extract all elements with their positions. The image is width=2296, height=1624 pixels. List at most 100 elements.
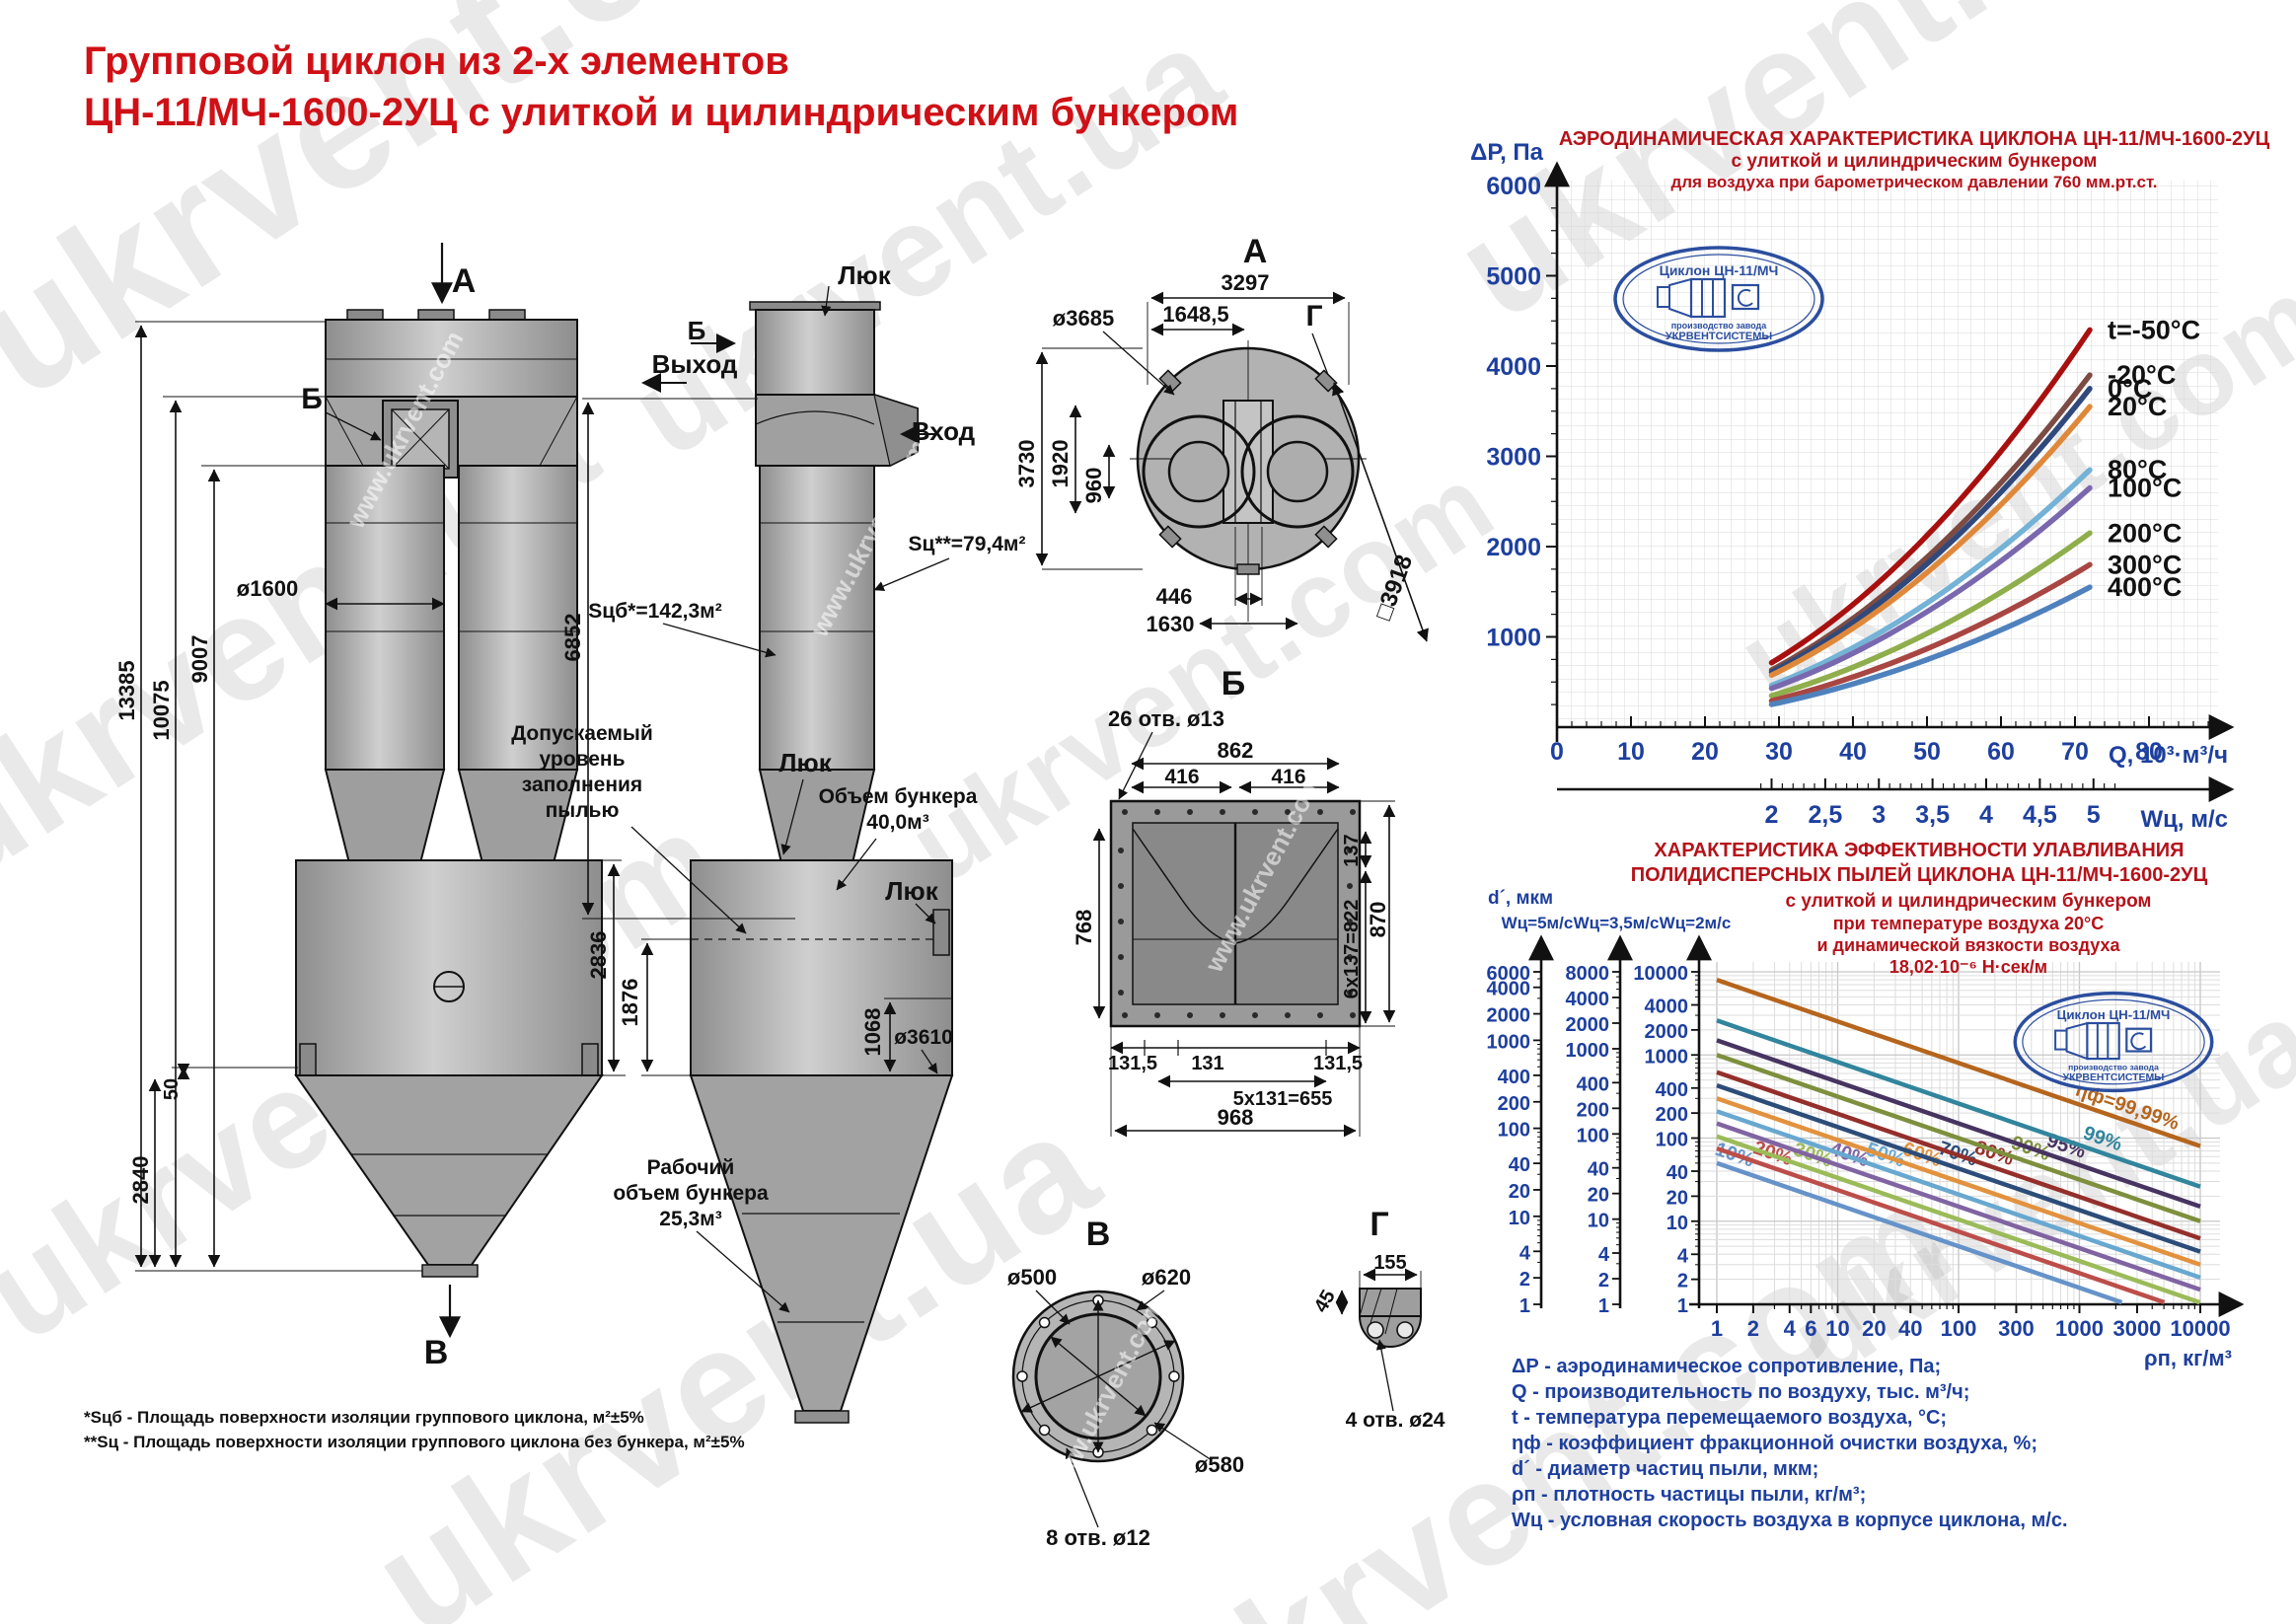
svg-text:20°C: 20°C [2108, 392, 2167, 421]
svg-text:10: 10 [1666, 1213, 1688, 1234]
svg-text:Рабочий: Рабочий [647, 1156, 735, 1179]
svg-text:Люк: Люк [778, 748, 832, 777]
svg-text:20: 20 [1509, 1181, 1530, 1203]
svg-text:960: 960 [1081, 468, 1106, 504]
svg-text:1000: 1000 [1486, 625, 1541, 652]
svg-text:50: 50 [161, 1078, 183, 1100]
svg-text:4000: 4000 [1566, 989, 1610, 1010]
svg-text:Циклон ЦН-11/МЧ: Циклон ЦН-11/МЧ [1660, 262, 1779, 278]
svg-text:УКРВЕНТСИСТЕМЫ: УКРВЕНТСИСТЕМЫ [2063, 1072, 2165, 1083]
legend-item: d´ - диаметр частиц пыли, мкм; [1512, 1458, 1819, 1480]
svg-text:ø3685: ø3685 [1053, 306, 1114, 331]
svg-text:пылью: пылью [546, 799, 620, 822]
svg-text:300: 300 [1998, 1316, 2035, 1341]
svg-text:1068: 1068 [860, 1008, 885, 1057]
legend-item: Q - производительность по воздуху, тыс. … [1512, 1381, 1970, 1403]
svg-text:2: 2 [1519, 1269, 1530, 1291]
svg-text:Б: Б [688, 316, 706, 345]
svg-text:1630: 1630 [1147, 612, 1195, 636]
svg-text:Г: Г [1370, 1206, 1388, 1243]
view-V [1011, 1290, 1213, 1528]
aero-chart-title: АЭРОДИНАМИЧЕСКАЯ ХАРАКТЕРИСТИКА ЦИКЛОНА … [1524, 128, 2296, 192]
svg-text:131,5: 131,5 [1313, 1053, 1363, 1074]
legend-item: t - температура перемещаемого воздуха, °… [1512, 1407, 1948, 1429]
svg-text:40: 40 [1839, 738, 1867, 766]
svg-text:5000: 5000 [1486, 263, 1541, 291]
aero-chart-title-2: с улиткой и цилиндрическим бункером [1731, 151, 2098, 172]
svg-text:2000: 2000 [1487, 1005, 1531, 1027]
svg-text:100: 100 [1656, 1130, 1688, 1151]
svg-text:416: 416 [1271, 766, 1305, 788]
eff-chart-title-1: ХАРАКТЕРИСТИКА ЭФФЕКТИВНОСТИ УЛАВЛИВАНИЯ [1654, 840, 2185, 861]
svg-text:6000: 6000 [1486, 173, 1541, 200]
svg-text:2: 2 [1747, 1316, 1759, 1341]
svg-text:Вход: Вход [912, 416, 976, 446]
svg-text:производство завода: производство завода [1671, 321, 1768, 331]
svg-text:400°C: 400°C [2108, 572, 2182, 602]
svg-text:968: 968 [1218, 1105, 1254, 1130]
svg-text:416: 416 [1164, 766, 1199, 788]
symbols-legend: ΔР - аэродинамическое сопротивление, Па;… [1512, 1354, 2068, 1533]
svg-text:Люк: Люк [838, 260, 891, 290]
svg-text:2,5: 2,5 [1808, 801, 1842, 829]
svg-text:400: 400 [1498, 1067, 1530, 1088]
svg-text:4000: 4000 [1486, 353, 1541, 381]
svg-text:26 отв. ø13: 26 отв. ø13 [1108, 706, 1224, 731]
svg-text:8 отв. ø12: 8 отв. ø12 [1046, 1525, 1150, 1550]
svg-text:4 отв. ø24: 4 отв. ø24 [1346, 1409, 1445, 1432]
footnote-2: **Sц - Площадь поверхности изоляции груп… [84, 1433, 745, 1451]
svg-text:Б: Б [1222, 665, 1245, 702]
svg-text:Q, 10³·м³/ч: Q, 10³·м³/ч [2109, 742, 2228, 769]
svg-text:3297: 3297 [1222, 270, 1270, 295]
svg-text:Люк: Люк [885, 876, 938, 906]
svg-text:4,5: 4,5 [2023, 801, 2057, 829]
svg-text:6: 6 [1805, 1316, 1816, 1341]
svg-text:1000: 1000 [1645, 1046, 1689, 1068]
svg-text:10: 10 [1617, 738, 1645, 766]
eff-chart-title-2: ПОЛИДИСПЕРСНЫХ ПЫЛЕЙ ЦИКЛОНА ЦН-11/МЧ-16… [1630, 864, 2208, 886]
svg-text:80°C: 80°C [2108, 455, 2167, 484]
svg-text:40: 40 [1666, 1162, 1688, 1184]
svg-text:2000: 2000 [1486, 534, 1541, 561]
aero-chart-title-3: для воздуха при барометрическом давлении… [1670, 173, 2158, 191]
svg-text:4: 4 [1519, 1242, 1531, 1264]
svg-text:200: 200 [1498, 1093, 1530, 1115]
svg-text:Sц**=79,4м²: Sц**=79,4м² [909, 533, 1026, 555]
svg-text:100: 100 [1498, 1120, 1530, 1142]
view-A [1035, 291, 1429, 642]
svg-text:2: 2 [1765, 801, 1779, 829]
svg-text:1648,5: 1648,5 [1162, 302, 1228, 327]
svg-text:2836: 2836 [586, 931, 611, 980]
svg-text:1000: 1000 [2055, 1316, 2104, 1341]
svg-text:ø620: ø620 [1142, 1265, 1191, 1290]
svg-text:объем бункера: объем бункера [613, 1182, 769, 1205]
svg-text:40: 40 [1898, 1316, 1922, 1341]
svg-text:6852: 6852 [560, 614, 585, 662]
svg-text:20: 20 [1691, 738, 1719, 766]
svg-text:10: 10 [1509, 1208, 1530, 1229]
svg-text:ø580: ø580 [1195, 1452, 1244, 1477]
svg-text:1000: 1000 [1487, 1031, 1531, 1053]
svg-text:□3918: □3918 [1370, 552, 1419, 624]
svg-text:30: 30 [1765, 738, 1793, 766]
view-B [1092, 731, 1396, 1138]
svg-text:В: В [1086, 1216, 1111, 1253]
svg-text:200: 200 [1577, 1099, 1609, 1121]
svg-text:В: В [424, 1334, 449, 1371]
title-line-2: ЦН-11/МЧ-1600-2УЦ с улиткой и цилиндриче… [84, 91, 1239, 134]
svg-text:155: 155 [1373, 1252, 1406, 1274]
svg-text:2000: 2000 [1566, 1014, 1610, 1036]
svg-text:-20°C: -20°C [2108, 360, 2176, 390]
legend-item: Wц - условная скорость воздуха в корпусе… [1512, 1510, 2068, 1531]
svg-text:60: 60 [1987, 738, 2015, 766]
svg-text:80: 80 [2135, 738, 2163, 766]
svg-text:2: 2 [1598, 1270, 1609, 1292]
svg-text:870: 870 [1366, 902, 1390, 938]
aero-chart-title-1: АЭРОДИНАМИЧЕСКАЯ ХАРАКТЕРИСТИКА ЦИКЛОНА … [1558, 128, 2270, 150]
svg-text:2000: 2000 [1645, 1021, 1689, 1043]
svg-text:200°C: 200°C [2108, 518, 2182, 548]
svg-text:ø3610: ø3610 [894, 1026, 953, 1049]
svg-text:10000: 10000 [2170, 1316, 2230, 1341]
svg-text:уровень: уровень [540, 748, 626, 771]
